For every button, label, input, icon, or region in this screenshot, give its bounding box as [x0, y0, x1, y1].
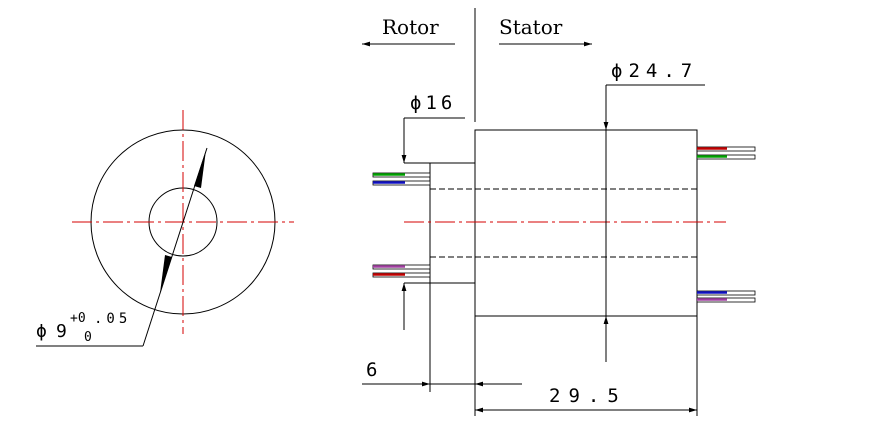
stator-length-dimension: 29.5 — [475, 385, 697, 413]
inner-bore-symbol: ϕ — [36, 321, 47, 342]
stator-wires-top — [696, 146, 756, 160]
rotor-label: Rotor — [382, 15, 439, 39]
stator-body — [474, 129, 698, 317]
side-view: Rotor Stator — [362, 8, 756, 416]
stator-length-text: 29.5 — [549, 385, 627, 407]
rotor-wires-bottom — [372, 264, 431, 278]
bore-arrow-top — [194, 150, 206, 188]
stator-label: Stator — [499, 15, 563, 39]
stator-diameter-dimension: ϕ24.7 — [603, 60, 705, 362]
rotor-body — [429, 162, 476, 284]
inner-bore-tol-value: .05 — [94, 311, 131, 327]
rotor-diameter-text: ϕ16 — [410, 92, 456, 114]
stator-wires-bottom — [696, 290, 756, 303]
rotor-length-dimension: 6 — [362, 359, 522, 387]
rotor-wires-top — [372, 172, 431, 186]
inner-bore-value: 9 — [56, 321, 67, 342]
rotor-diameter-dimension: ϕ16 — [401, 92, 465, 330]
stator-diameter-text: ϕ24.7 — [611, 60, 698, 82]
bore-arrow-bottom — [160, 255, 172, 293]
inner-bore-tol-upper: +0 — [70, 311, 86, 326]
inner-bore-tol-lower: 0 — [84, 330, 92, 345]
end-view: ϕ 9 +0 0 .05 — [36, 110, 294, 347]
rotor-length-text: 6 — [366, 359, 377, 381]
